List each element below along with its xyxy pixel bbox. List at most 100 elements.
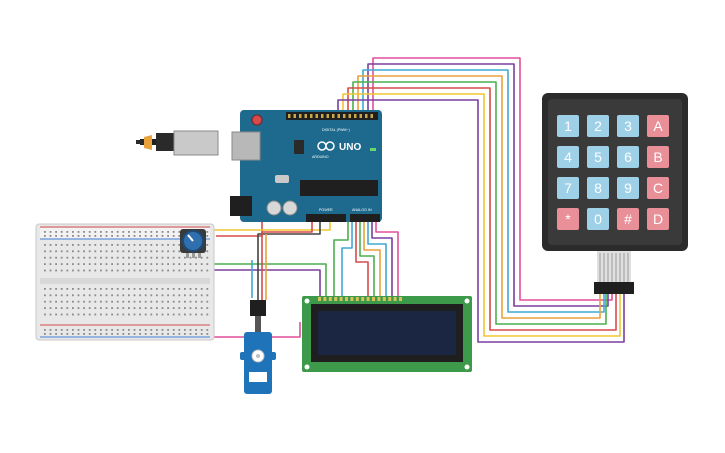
- breadboard-hole[interactable]: [139, 333, 141, 335]
- breadboard-hole[interactable]: [156, 288, 158, 290]
- breadboard-hole[interactable]: [72, 294, 74, 297]
- breadboard-hole[interactable]: [88, 294, 91, 297]
- breadboard-hole[interactable]: [195, 333, 197, 335]
- breadboard-hole[interactable]: [111, 333, 113, 335]
- breadboard-hole[interactable]: [44, 269, 46, 272]
- breadboard-hole[interactable]: [122, 294, 125, 297]
- breadboard-hole[interactable]: [83, 333, 85, 335]
- breadboard-hole[interactable]: [161, 250, 164, 253]
- arduino-pin[interactable]: [354, 114, 357, 118]
- breadboard-hole[interactable]: [88, 256, 91, 259]
- breadboard-hole[interactable]: [128, 244, 130, 246]
- lcd-pin[interactable]: [382, 297, 386, 301]
- breadboard-hole[interactable]: [105, 313, 108, 316]
- keypad-key-A[interactable]: [647, 115, 669, 137]
- breadboard-hole[interactable]: [60, 329, 63, 331]
- breadboard-hole[interactable]: [178, 294, 181, 297]
- breadboard-hole[interactable]: [167, 244, 169, 246]
- breadboard-hole[interactable]: [195, 269, 197, 272]
- breadboard-hole[interactable]: [156, 235, 158, 237]
- breadboard-hole[interactable]: [55, 313, 57, 316]
- breadboard-hole[interactable]: [167, 263, 169, 265]
- breadboard-hole[interactable]: [111, 307, 113, 309]
- breadboard-hole[interactable]: [44, 294, 46, 297]
- breadboard-hole[interactable]: [55, 235, 57, 237]
- breadboard-hole[interactable]: [189, 313, 192, 316]
- breadboard-hole[interactable]: [49, 263, 52, 265]
- wire-keypad-6[interactable]: [347, 87, 617, 331]
- lcd-pin[interactable]: [366, 297, 370, 301]
- keypad-key-9[interactable]: [617, 177, 639, 199]
- lcd-pin[interactable]: [388, 297, 392, 301]
- breadboard-hole[interactable]: [206, 329, 209, 331]
- breadboard-hole[interactable]: [122, 329, 125, 331]
- breadboard-hole[interactable]: [111, 288, 113, 290]
- breadboard-hole[interactable]: [55, 288, 57, 290]
- breadboard-hole[interactable]: [122, 300, 125, 303]
- breadboard-hole[interactable]: [206, 269, 209, 272]
- lcd-pin[interactable]: [334, 297, 338, 301]
- breadboard-hole[interactable]: [139, 269, 141, 272]
- breadboard-hole[interactable]: [49, 231, 52, 233]
- breadboard-hole[interactable]: [189, 294, 192, 297]
- breadboard-hole[interactable]: [150, 333, 153, 335]
- breadboard-hole[interactable]: [49, 244, 52, 246]
- breadboard-hole[interactable]: [72, 288, 74, 290]
- breadboard-hole[interactable]: [184, 263, 186, 265]
- keypad-key-2[interactable]: [587, 115, 609, 137]
- breadboard-hole[interactable]: [94, 307, 97, 309]
- usb-cable[interactable]: [136, 130, 219, 156]
- wire-lcd-8[interactable]: [333, 222, 349, 296]
- breadboard-hole[interactable]: [83, 300, 85, 303]
- breadboard-hole[interactable]: [139, 250, 141, 253]
- breadboard-hole[interactable]: [161, 329, 164, 331]
- breadboard-hole[interactable]: [83, 313, 85, 316]
- breadboard-hole[interactable]: [139, 263, 141, 265]
- lcd-pin[interactable]: [328, 297, 332, 301]
- breadboard-hole[interactable]: [105, 288, 108, 290]
- wire-lcd-4[interactable]: [363, 222, 381, 296]
- breadboard-hole[interactable]: [144, 307, 147, 309]
- breadboard-hole[interactable]: [128, 313, 130, 316]
- breadboard-hole[interactable]: [49, 300, 52, 303]
- breadboard-hole[interactable]: [139, 231, 141, 233]
- breadboard-hole[interactable]: [105, 329, 108, 331]
- breadboard-hole[interactable]: [200, 269, 203, 272]
- breadboard-hole[interactable]: [172, 256, 175, 259]
- breadboard-hole[interactable]: [139, 329, 141, 331]
- breadboard-hole[interactable]: [144, 256, 147, 259]
- keypad-key-5[interactable]: [587, 146, 609, 168]
- breadboard-hole[interactable]: [66, 250, 69, 253]
- breadboard-hole[interactable]: [167, 333, 169, 335]
- breadboard-hole[interactable]: [72, 313, 74, 316]
- breadboard-hole[interactable]: [60, 231, 63, 233]
- breadboard-hole[interactable]: [66, 231, 69, 233]
- breadboard-hole[interactable]: [139, 294, 141, 297]
- breadboard-hole[interactable]: [133, 256, 136, 259]
- breadboard-hole[interactable]: [184, 288, 186, 290]
- breadboard-hole[interactable]: [60, 256, 63, 259]
- breadboard-hole[interactable]: [178, 307, 181, 309]
- arduino-pin[interactable]: [348, 114, 352, 118]
- breadboard[interactable]: [35, 223, 215, 341]
- wire-lcd-3[interactable]: [367, 222, 387, 296]
- breadboard-hole[interactable]: [161, 300, 164, 303]
- breadboard-hole[interactable]: [128, 300, 130, 303]
- breadboard-hole[interactable]: [189, 329, 192, 331]
- breadboard-hole[interactable]: [195, 288, 197, 290]
- keypad-key-0[interactable]: [587, 208, 609, 230]
- breadboard-hole[interactable]: [100, 307, 102, 309]
- breadboard-hole[interactable]: [156, 313, 158, 316]
- breadboard-hole[interactable]: [139, 256, 141, 259]
- breadboard-hole[interactable]: [94, 244, 97, 246]
- arduino-pin[interactable]: [337, 114, 341, 118]
- breadboard-hole[interactable]: [150, 300, 153, 303]
- lcd-pin[interactable]: [355, 297, 359, 301]
- breadboard-hole[interactable]: [49, 294, 52, 297]
- breadboard-hole[interactable]: [150, 250, 153, 253]
- keypad-key-3[interactable]: [617, 115, 639, 137]
- breadboard-hole[interactable]: [72, 263, 74, 265]
- breadboard-hole[interactable]: [150, 235, 153, 237]
- arduino-analog-header[interactable]: [350, 214, 380, 222]
